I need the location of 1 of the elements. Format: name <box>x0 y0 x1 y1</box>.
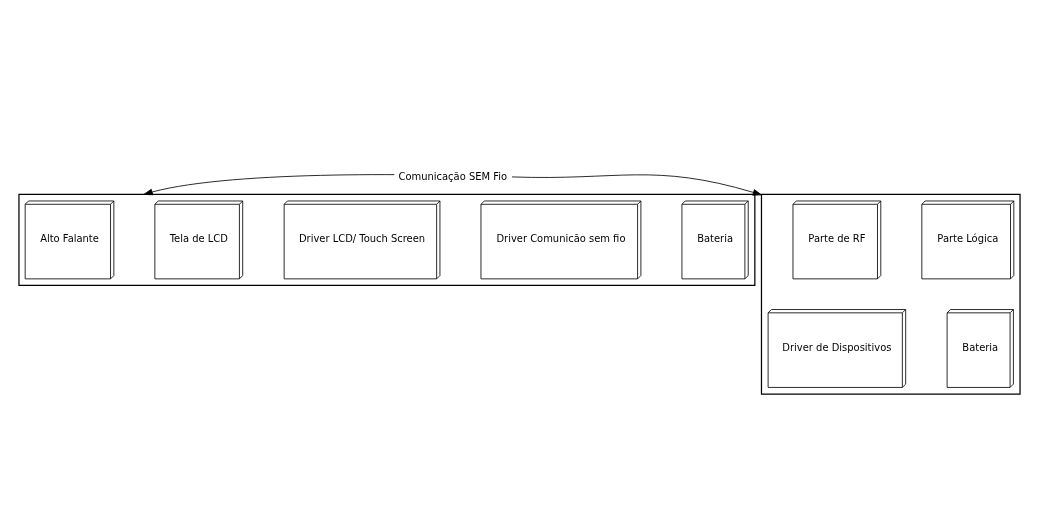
edge-label: Comunicação SEM Fio <box>398 170 508 182</box>
